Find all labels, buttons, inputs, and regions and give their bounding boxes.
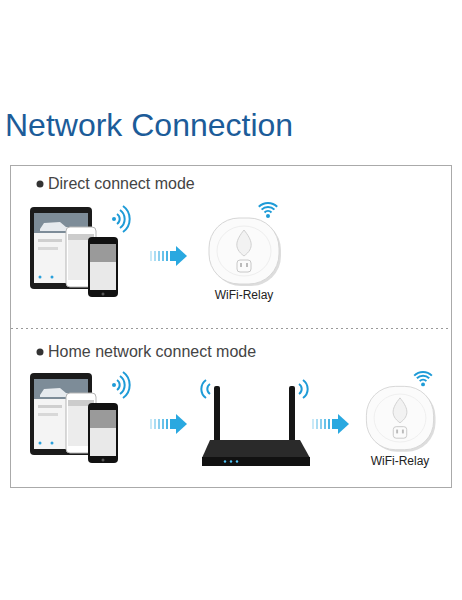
flow-arrow [150,246,187,266]
flow-arrow [312,414,349,434]
bullet [37,349,44,356]
device-label: WiFi-Relay [352,454,448,468]
router-light [224,460,226,462]
flow-arrow [150,414,187,434]
signal-wave [303,380,308,398]
router-front [202,457,310,466]
router [201,380,310,466]
relay-device [366,372,435,452]
phones-tablet [30,206,130,297]
signal-wave [299,384,302,394]
relay-node: WiFi-Relay [352,368,448,470]
relay-node: WiFi-Relay [194,200,294,304]
bullet [37,181,44,188]
relay-device [209,203,281,286]
router-antenna [214,386,220,446]
device-label: WiFi-Relay [194,288,294,302]
mode-band: Direct connect modeWiFi-Relay [10,165,452,328]
page-title: Network Connection [5,106,293,144]
signal-wave [201,380,206,398]
router-light [230,460,232,462]
router-top [202,440,310,458]
phones-tablet [30,372,130,463]
signal-wave [207,384,210,394]
mode-heading: Home network connect mode [48,342,256,362]
separator [11,328,451,329]
frame [11,166,452,488]
mode-heading: Direct connect mode [48,174,195,194]
router-antenna [289,386,295,446]
mode-band: Home network connect modeWiFi-Relay [10,328,452,488]
router-light [236,460,238,462]
